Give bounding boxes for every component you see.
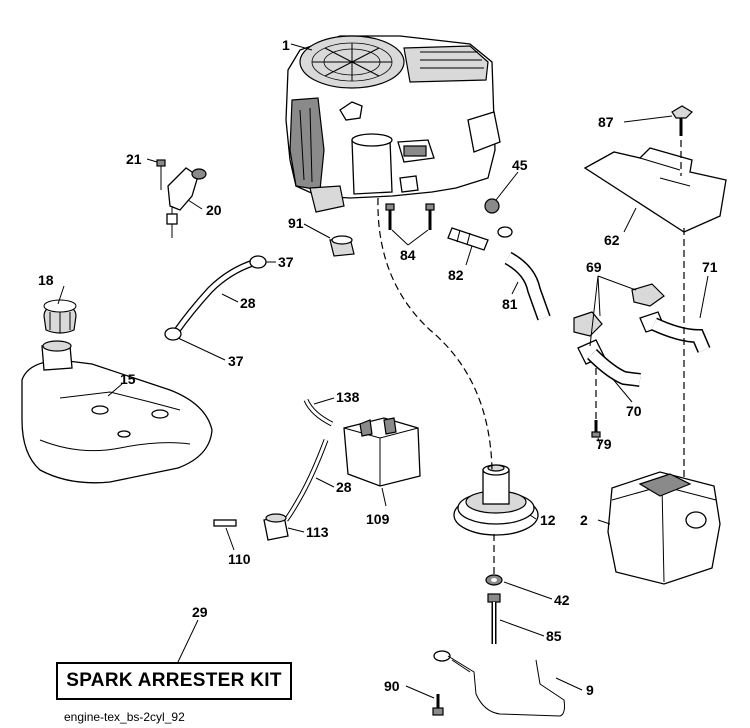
- part-label-45: 45: [512, 157, 528, 173]
- part-label-9: 9: [586, 682, 594, 698]
- part-label-71: 71: [702, 259, 718, 275]
- fuel-line-upper: [164, 255, 267, 341]
- part-label-20: 20: [206, 202, 222, 218]
- fuel-cap-part: [43, 299, 77, 334]
- throttle-bracket-part: [156, 159, 207, 238]
- exhaust-pipes-part: [573, 283, 711, 438]
- part-label-110: 110: [228, 551, 251, 567]
- spark-arrester-kit-label: SPARK ARRESTER KIT: [66, 670, 282, 691]
- part-label-2: 2: [580, 512, 588, 528]
- part-label-69: 69: [586, 259, 602, 275]
- part-label-62: 62: [604, 232, 620, 248]
- part-label-91: 91: [288, 215, 304, 231]
- part-label-21: 21: [126, 151, 142, 167]
- part-label-138: 138: [336, 389, 360, 405]
- leader-lines: [57, 43, 709, 699]
- diagram-footer-code: engine-tex_bs-2cyl_92: [64, 710, 185, 724]
- part-label-18: 18: [38, 272, 54, 288]
- part-label-15: 15: [120, 371, 136, 387]
- part-label-70: 70: [626, 403, 642, 419]
- part-label-90: 90: [384, 678, 400, 694]
- part-label-37-lower: 37: [228, 353, 244, 369]
- part-label-81: 81: [502, 296, 518, 312]
- part-label-85: 85: [546, 628, 562, 644]
- engine-part: [285, 35, 501, 213]
- part-label-12: 12: [540, 512, 556, 528]
- part-label-29: 29: [192, 604, 208, 620]
- part-label-87: 87: [598, 114, 614, 130]
- part-label-84: 84: [400, 247, 416, 263]
- part-label-1: 1: [282, 37, 290, 53]
- part-label-82: 82: [448, 267, 464, 283]
- part-label-28-lower: 28: [336, 479, 352, 495]
- rod-part: [432, 650, 565, 717]
- part-label-42: 42: [554, 592, 570, 608]
- muffler-part: [607, 471, 721, 585]
- part-label-28-upper: 28: [240, 295, 256, 311]
- part-label-109: 109: [366, 511, 390, 527]
- part-label-113: 113: [306, 524, 329, 540]
- fuel-filter-area: [213, 398, 421, 541]
- oil-drain-part: [447, 226, 551, 321]
- exhaust-shield-part: [583, 105, 727, 233]
- fuel-tank-part: [21, 340, 213, 484]
- spark-arrester-kit-box: SPARK ARRESTER KIT: [56, 662, 292, 700]
- part-label-79: 79: [596, 436, 612, 452]
- engine-mount-bolts: [329, 198, 500, 257]
- assembly-lines: [377, 140, 685, 574]
- pulley-part: [453, 464, 539, 644]
- part-label-37-upper: 37: [278, 254, 294, 270]
